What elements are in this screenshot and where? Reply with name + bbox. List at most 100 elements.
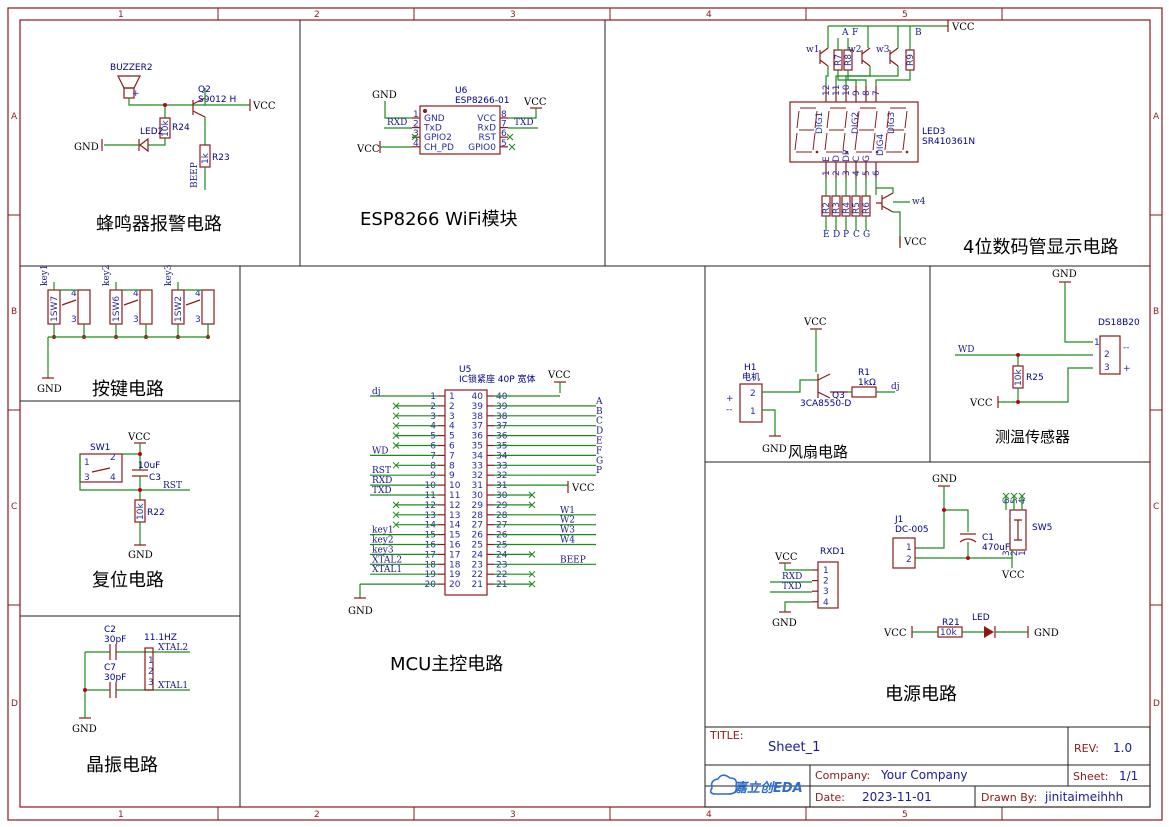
mcu-pin-left: 9 [430,471,436,481]
zone-col-1: 1 [118,10,124,20]
sheet-label: Sheet: [1073,770,1109,783]
zone-col-5: 5 [902,10,908,20]
zone-col-2-bottom: 2 [314,810,320,820]
mcu-net-right: BEEP [560,555,586,565]
esp-net-rxd: RXD [387,118,407,128]
esp-pin-name: GPIO2 [424,133,452,143]
esp-pin-name: TxD [423,124,442,134]
c7-ref: C7 [104,663,116,673]
mcu-pin-right: 38 [496,412,508,422]
q3-ref: Q3 [832,391,845,401]
section-title-wifi: ESP8266 WiFi模块 [360,209,518,230]
mcu-pin-inner-right: 21 [472,580,483,590]
display-w-label: w1 [806,45,819,55]
mcu-pin-inner-left: 16 [449,541,461,551]
mcu-net-right: F [596,446,602,456]
key-switch-ref: 1SW6 [112,296,122,322]
section-title-mcu: MCU主控电路 [390,654,503,675]
c2-ref: C2 [104,625,116,635]
drawn-value: jinitaimeihhh [1044,790,1123,804]
display-top-pin: 8 [862,90,872,96]
mcu-vcc-label-p31: VCC [571,483,595,494]
display-top-resistor-ref: R9 [906,54,916,66]
display-bottom-pin: 3 [842,170,852,176]
display-top-resistor-ref: R7 [834,54,844,66]
display-top-pin: 7 [872,90,882,96]
mcu-net-right: G [596,456,603,466]
mcu-pin-inner-right: 31 [472,481,483,491]
u6-value: ESP8266-01 [455,96,509,106]
mcu-pin-right: 24 [496,550,508,560]
mcu-pin-inner-right: 26 [472,531,484,541]
svg-text:3: 3 [148,678,154,688]
title-block: TITLE: Sheet_1 REV: 1.0 Company: Your Co… [704,726,1151,808]
sw5-pin: 1 [1018,550,1028,556]
mcu-pin-right: 39 [496,402,508,412]
rxd1-ref: RXD1 [820,547,845,557]
display-top-pin: 9 [852,90,862,96]
rxd1-pin: 2 [823,577,829,587]
buzzer-circuit: BUZZER2 + R24 10k LED2 GND Q2 S9012 H VC… [74,63,276,190]
r1-value: 1kΩ [858,378,876,388]
section-title-power: 电源电路 [885,684,957,705]
mcu-pin-inner-right: 38 [472,412,484,422]
zone-row-c: C [11,502,17,512]
zone-row-d-right: D [1153,699,1160,709]
u5-ref: U5 [459,365,471,375]
mcu-pin-inner-left: 7 [449,451,455,461]
mcu-pin-right: 33 [496,461,507,471]
svg-text:1: 1 [906,543,912,553]
temp-net-wd: WD [958,345,974,355]
mcu-pin-right: 35 [496,442,507,452]
esp-pin-num: 8 [501,110,507,120]
power-led-ref: LED [972,613,990,623]
mcu-pin-left: 4 [430,422,436,432]
display-vcc-bottom: VCC [903,237,927,248]
display-resistor-ref: R2 [822,202,832,214]
seven-seg-digit: DIG2 [824,107,861,154]
mcu-pin-right: 36 [496,432,508,442]
crystal-body [144,647,154,691]
esp-pin-num: 5 [501,139,507,149]
mcu-net-left: TXD [372,486,392,496]
display-top-pin: 12 [822,85,832,96]
mcu-pin-inner-right: 34 [472,451,484,461]
mcu-net-right: D [596,427,603,437]
mcu-pin-inner-left: 18 [449,560,461,570]
led3-display-body [789,101,919,163]
sw5-pin: 4 [1018,498,1028,504]
esp-pin-name: GPIO0 [468,143,496,153]
mcu-pin-inner-left: 14 [449,521,461,531]
svg-text:1: 1 [148,656,154,666]
mcu-pin-inner-left: 6 [449,442,455,452]
mcu-vcc-label: VCC [547,370,571,381]
power-gnd-rxd: GND [772,618,797,629]
company-label: Company: [815,769,870,782]
mcu-pin-left: 12 [425,501,436,511]
mcu-net-left: RXD [372,476,392,486]
r22-value: 10k [136,503,146,520]
q2-value: S9012 H [198,95,236,105]
power-net-rxd: RXD [782,572,802,582]
section-titles: 蜂鸣器报警电路 ESP8266 WiFi模块 4位数码管显示电路 按键电路 复位… [86,209,1118,776]
mcu-net-right: P [596,466,602,476]
crystal-net-xtal2: XTAL2 [158,643,188,653]
mcu-pin-inner-right: 28 [472,511,484,521]
drawn-label: Drawn By: [981,791,1037,804]
q3-value: 3CA8550-D [800,399,851,409]
mcu-pin-left: 8 [430,461,436,471]
mcu-pin-right: 40 [496,392,508,402]
mcu-pin-left: 1 [430,392,436,402]
svg-text:4: 4 [110,473,116,483]
buzzer-vcc-label: VCC [252,101,276,112]
